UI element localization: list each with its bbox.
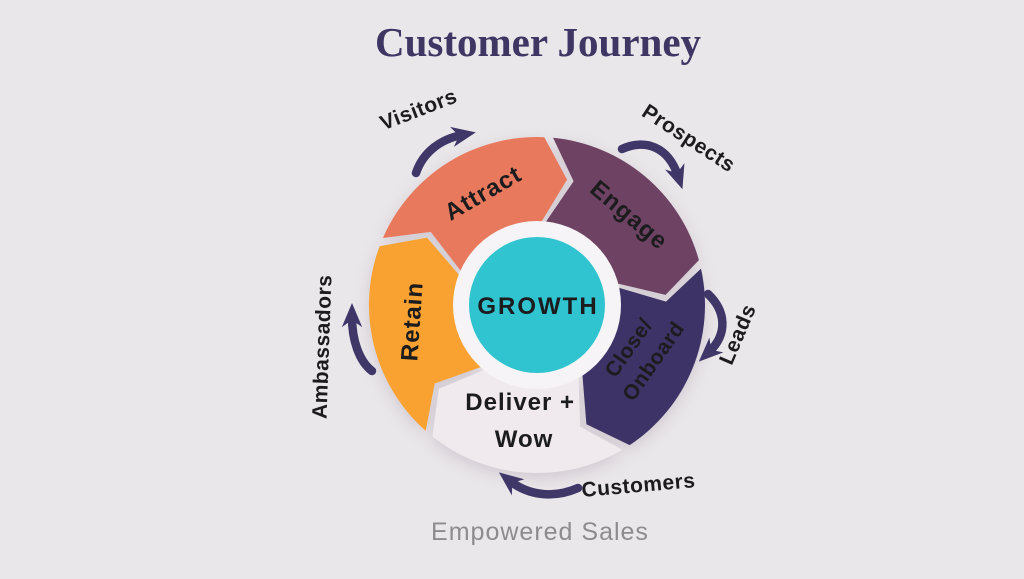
segment-attract bbox=[382, 137, 568, 273]
stage-label-prospects: Prospects bbox=[638, 100, 739, 177]
wheel-segments bbox=[368, 137, 705, 474]
prospects-arrow-icon bbox=[617, 140, 685, 190]
page-title: Customer Journey bbox=[374, 19, 702, 65]
segment-engage bbox=[544, 137, 699, 295]
stage-label-customers: Customers bbox=[581, 469, 697, 502]
visitors-arrow-icon bbox=[411, 126, 476, 178]
stage-label-ambassadors: Ambassadors bbox=[308, 274, 336, 419]
segment-deliver-wow bbox=[432, 369, 623, 474]
customers-arrow-icon bbox=[498, 472, 583, 499]
ambassadors-arrow-icon bbox=[341, 302, 377, 376]
segment-label-retain: Retain bbox=[396, 281, 428, 362]
segment-label-deliver-wow: Deliver + Wow bbox=[465, 389, 582, 453]
stage-label-visitors: Visitors bbox=[377, 85, 461, 135]
brand-footer: Empowered Sales bbox=[431, 518, 649, 546]
leads-arrow-icon bbox=[698, 289, 727, 362]
segment-retain bbox=[368, 237, 483, 431]
segment-close-onboard bbox=[582, 268, 705, 446]
center-circle bbox=[469, 237, 605, 373]
center-label: GROWTH bbox=[477, 293, 598, 320]
